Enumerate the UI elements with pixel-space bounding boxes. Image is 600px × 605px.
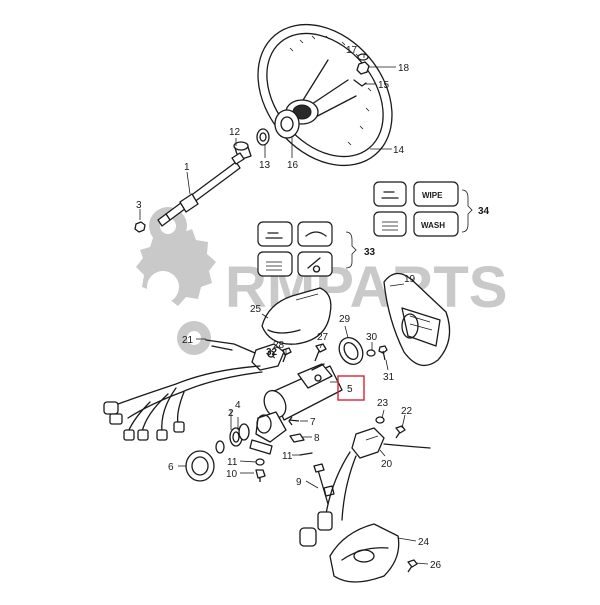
screw — [395, 425, 406, 439]
callout-13: 13 — [259, 160, 271, 171]
callout-1: 1 — [184, 162, 190, 173]
spacer-ring — [238, 423, 250, 441]
wash-switch-label: WASH — [421, 221, 445, 230]
callout-6: 6 — [168, 462, 174, 473]
callout-19: 19 — [404, 274, 416, 285]
callout-11-b: 11 — [282, 451, 293, 462]
callout-7: 7 — [310, 417, 316, 428]
turn-signal-stalk — [205, 339, 285, 371]
steering-shaft — [157, 152, 245, 227]
switch-set-33 — [257, 221, 333, 277]
callout-22: 22 — [401, 406, 413, 417]
horn-hub — [274, 109, 300, 139]
switch-set-34: WIPE WASH — [373, 181, 459, 237]
callout-18: 18 — [398, 63, 410, 74]
lower-trim-cover — [329, 523, 400, 583]
clamp — [289, 433, 305, 443]
callout-34: 34 — [478, 206, 490, 217]
callout-32: 32 — [266, 347, 278, 358]
shim — [299, 452, 313, 456]
callout-30: 30 — [366, 332, 378, 343]
washer — [375, 416, 385, 424]
wipe-switch-label: WIPE — [422, 191, 443, 200]
screw — [314, 343, 327, 362]
callout-28: 28 — [273, 340, 285, 351]
wiper-switch — [299, 427, 431, 547]
callout-33: 33 — [364, 247, 376, 258]
column-cover-lower — [383, 272, 451, 367]
callout-24: 24 — [418, 537, 430, 548]
callout-12: 12 — [229, 127, 241, 138]
nut — [356, 61, 370, 75]
screw — [288, 416, 300, 426]
shaft-nut — [134, 221, 146, 233]
callout-2: 2 — [228, 408, 234, 419]
callout-5: 5 — [347, 384, 353, 395]
seal-ring — [185, 450, 215, 482]
callout-11-a: 11 — [227, 457, 238, 468]
wiring-harness — [103, 365, 263, 441]
callout-9: 9 — [296, 477, 302, 488]
callout-4: 4 — [235, 400, 241, 411]
screw — [378, 345, 388, 361]
bolt — [313, 463, 335, 505]
callout-14: 14 — [393, 145, 405, 156]
column-cover-upper — [261, 287, 332, 345]
washer — [357, 53, 369, 61]
callout-21: 21 — [182, 335, 194, 346]
callout-numbers: 1 2 3 4 5 6 7 8 9 10 11 11 12 13 14 15 1… — [136, 45, 490, 571]
leader-lines — [139, 54, 473, 565]
highlight-box — [337, 375, 365, 401]
callout-23: 23 — [377, 398, 389, 409]
screw — [255, 469, 266, 482]
spring — [256, 128, 270, 146]
callout-3: 3 — [136, 200, 142, 211]
callout-15: 15 — [378, 80, 390, 91]
callout-8: 8 — [314, 433, 320, 444]
screw — [407, 559, 418, 573]
callout-31: 31 — [383, 372, 395, 383]
callout-20: 20 — [381, 459, 393, 470]
callout-25: 25 — [250, 304, 262, 315]
callout-16: 16 — [287, 160, 299, 171]
gear-icon — [136, 227, 216, 306]
gasket — [338, 337, 364, 365]
washer — [366, 349, 376, 357]
callout-10: 10 — [226, 469, 238, 480]
column-tube — [263, 363, 343, 421]
callout-29: 29 — [339, 314, 351, 325]
bearing-housing — [249, 411, 287, 455]
callout-27: 27 — [317, 332, 329, 343]
washer — [255, 458, 265, 466]
callout-17: 17 — [346, 45, 358, 56]
screw — [282, 347, 292, 363]
snap-ring — [215, 440, 225, 454]
callout-26: 26 — [430, 560, 442, 571]
gear-icon — [177, 321, 211, 355]
